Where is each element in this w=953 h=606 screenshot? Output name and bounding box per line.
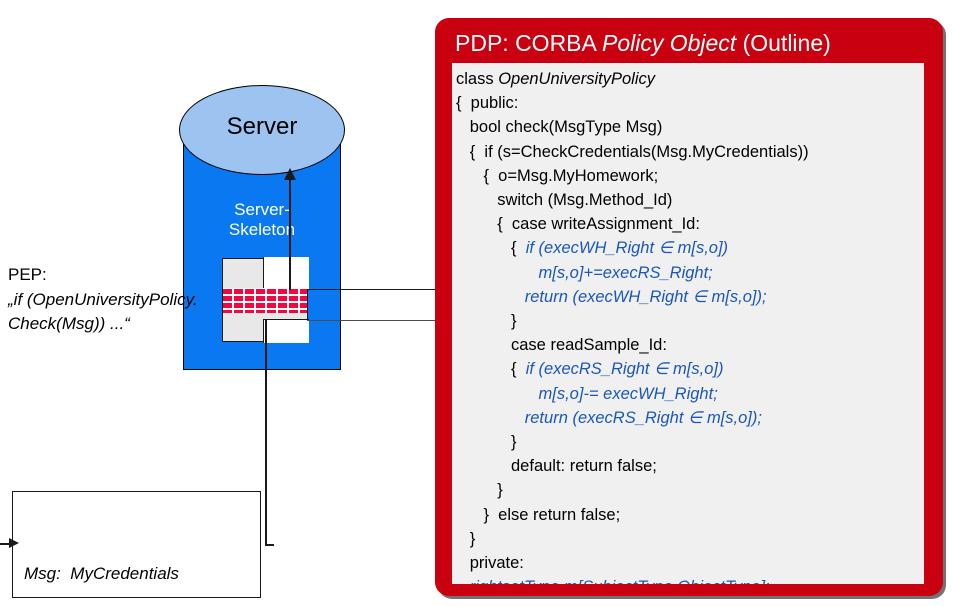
server-skeleton-label-line1: Server- <box>234 200 290 219</box>
code-line: return (execWH_Right ∈ m[s,o]); <box>456 287 767 306</box>
arrow-from-msg-stem <box>265 320 267 546</box>
pdp-title-italic: Policy Object <box>601 30 737 56</box>
code-line: rightsetType m[SubjectType,ObjectType]; <box>456 575 924 584</box>
server-skeleton-label: Server- Skeleton <box>183 200 341 239</box>
code-token: class <box>456 70 499 88</box>
code-line: bool check(MsgType Msg) <box>456 118 663 137</box>
code-line: class OpenUniversityPolicy <box>456 67 924 91</box>
code-token-accent: if (execRS_Right ∈ m[s,o]) <box>525 360 724 379</box>
server-title-label: Server <box>226 113 298 140</box>
code-line: } <box>456 312 517 331</box>
arrow-to-server-head <box>284 168 296 180</box>
code-line: { case writeAssignment_Id: <box>456 215 700 234</box>
pdp-title-prefix: PDP: CORBA <box>455 30 602 56</box>
code-line: switch (Msg.Method_Id) <box>456 191 673 210</box>
code-line: return (execRS_Right ∈ m[s,o]); <box>456 408 762 427</box>
msg-box-line1: Msg: MyCredentials <box>24 564 179 584</box>
code-line: { o=Msg.MyHomework; <box>456 166 659 185</box>
code-line: } <box>456 433 517 452</box>
code-line: } else return false; <box>456 505 621 524</box>
server-top-ellipse <box>179 85 345 175</box>
code-line: { if (s=CheckCredentials(Msg.MyCredentia… <box>456 142 809 161</box>
pdp-code-listing: class OpenUniversityPolicy { public: bool… <box>452 63 924 584</box>
msg-inbound-arrow-stem <box>0 543 14 545</box>
code-line: m[s,o]-= execWH_Right; <box>456 384 718 403</box>
msg-inbound-arrow-head <box>9 538 19 548</box>
server-skeleton-label-line2: Skeleton <box>228 219 296 239</box>
arrow-to-server-stem <box>289 178 291 290</box>
code-token: { <box>456 360 526 379</box>
code-line: default: return false; <box>456 457 657 476</box>
code-line: { public: <box>456 94 519 113</box>
code-line: { if (execRS_Right ∈ m[s,o]) <box>456 357 924 381</box>
msg-box-text: Msg: MyCredentials writeAssignment_id My… <box>24 505 214 606</box>
code-token-accent: if (execWH_Right ∈ m[s,o]) <box>525 239 729 258</box>
pep-caption: PEP: „if (OpenUniversityPolicy. Check(Ms… <box>8 263 238 337</box>
pdp-panel-title: PDP: CORBA Policy Object (Outline) <box>455 30 935 56</box>
pdp-title-suffix: (Outline) <box>736 30 831 56</box>
arrow-from-msg-elbow <box>265 544 274 546</box>
code-line: m[s,o]+=execRS_Right; <box>456 263 713 282</box>
code-line: private: <box>456 554 524 573</box>
code-line: { if (execWH_Right ∈ m[s,o]) <box>456 236 924 260</box>
code-line: } <box>456 481 503 500</box>
code-class-name: OpenUniversityPolicy <box>498 70 655 88</box>
msg-box <box>12 491 261 598</box>
code-line: } <box>456 529 476 548</box>
code-token: { <box>456 239 526 258</box>
pep-to-pdp-connector-top <box>307 289 478 290</box>
pep-caption-line2: „if (OpenUniversityPolicy. <box>8 289 198 309</box>
code-line: case readSample_Id: <box>456 336 667 355</box>
pep-caption-line3: Check(Msg)) ...“ <box>8 314 130 334</box>
pep-notch-bottom <box>263 319 309 343</box>
pep-notch-top <box>263 257 309 290</box>
firewall-brick-icon <box>223 288 307 313</box>
pep-caption-line1: PEP: <box>8 265 47 284</box>
